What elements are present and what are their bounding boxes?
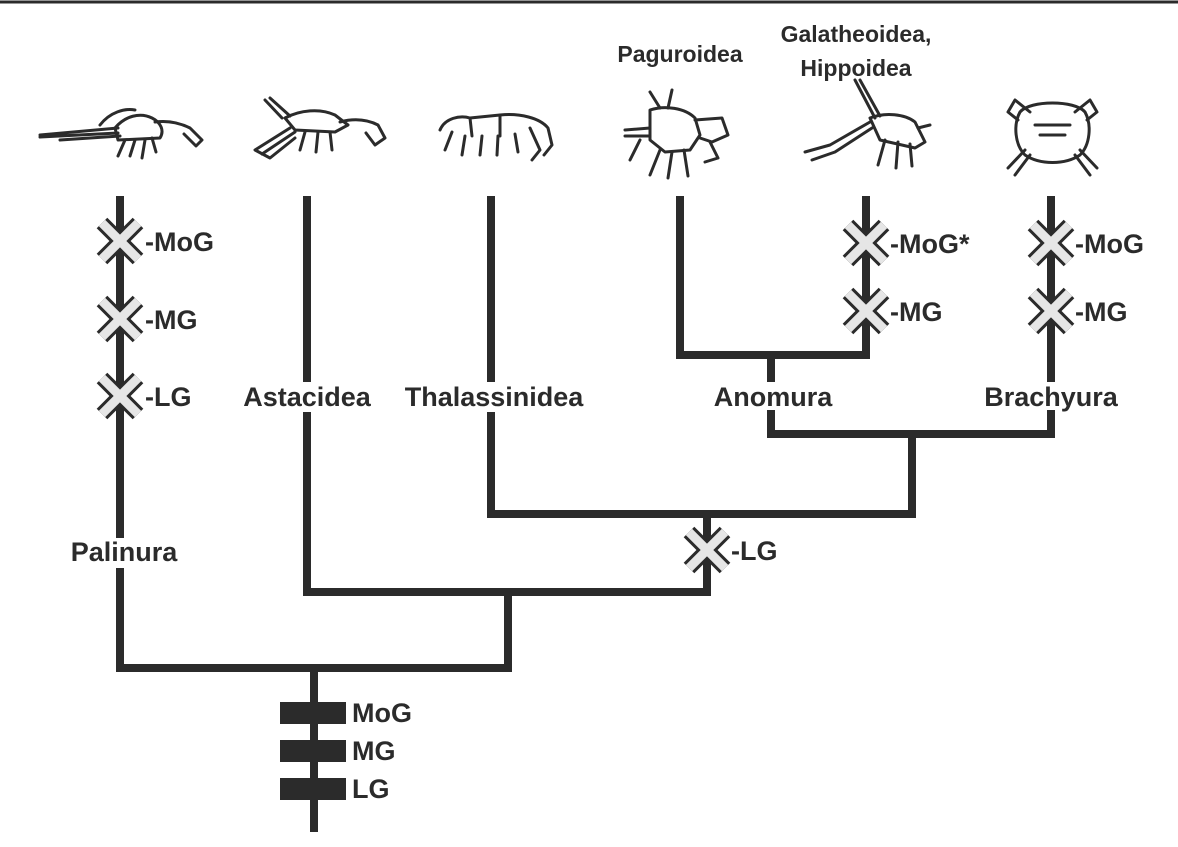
cross-galatheoidea-mg-icon <box>842 287 890 335</box>
gain-bar-mog <box>280 702 346 724</box>
gain-label-mog: MoG <box>352 698 412 728</box>
loss-label-galatheoidea-mg: -MG <box>890 297 942 327</box>
squat-lobster-icon <box>803 78 932 170</box>
loss-labels: -MoG -MG -LG -MoG* -MG -MoG -MG -LG <box>145 227 1144 566</box>
cross-galatheoidea-mog-icon <box>842 219 890 267</box>
taxon-label-astacidea: Astacidea <box>243 382 372 412</box>
taxon-label-anomura: Anomura <box>714 382 833 412</box>
loss-label-palinura-mg: -MG <box>145 305 197 335</box>
loss-label-brachyura-mog: -MoG <box>1075 229 1144 259</box>
loss-crosses <box>96 217 1075 574</box>
cross-palinura-lg-icon <box>96 372 144 420</box>
subgroup-label-hippoidea: Hippoidea <box>800 55 911 81</box>
gain-label-mg: MG <box>352 736 396 766</box>
taxon-label-thalassinidea: Thalassinidea <box>405 382 585 412</box>
tree-branches <box>116 196 1055 832</box>
loss-label-palinura-mog: -MoG <box>145 227 214 257</box>
taxon-labels: Palinura Astacidea Thalassinidea Anomura… <box>71 21 1119 567</box>
subgroup-label-paguroidea: Paguroidea <box>617 41 742 67</box>
loss-label-galatheoidea-mog: -MoG* <box>890 229 970 259</box>
crab-icon <box>1006 98 1099 177</box>
cross-palinura-mg-icon <box>96 295 144 343</box>
cross-brachyura-mog-icon <box>1027 219 1075 267</box>
root-gain-bars: MoG MG LG <box>280 698 412 804</box>
cross-clade-lg-icon <box>683 526 731 574</box>
taxon-label-brachyura: Brachyura <box>984 382 1119 412</box>
cross-brachyura-mg-icon <box>1027 287 1075 335</box>
gain-bar-lg <box>280 778 346 800</box>
loss-label-palinura-lg: -LG <box>145 382 192 412</box>
taxon-label-palinura: Palinura <box>71 537 179 567</box>
gain-bar-mg <box>280 740 346 762</box>
mud-shrimp-icon <box>438 113 554 162</box>
cross-palinura-mog-icon <box>96 217 144 265</box>
loss-label-clade-lg: -LG <box>731 536 778 566</box>
crayfish-icon <box>253 96 387 160</box>
gain-label-lg: LG <box>352 774 390 804</box>
hermit-crab-icon <box>623 88 730 180</box>
subgroup-label-galatheoidea: Galatheoidea, <box>781 21 932 47</box>
spiny-lobster-icon <box>38 108 204 160</box>
loss-label-brachyura-mg: -MG <box>1075 297 1127 327</box>
